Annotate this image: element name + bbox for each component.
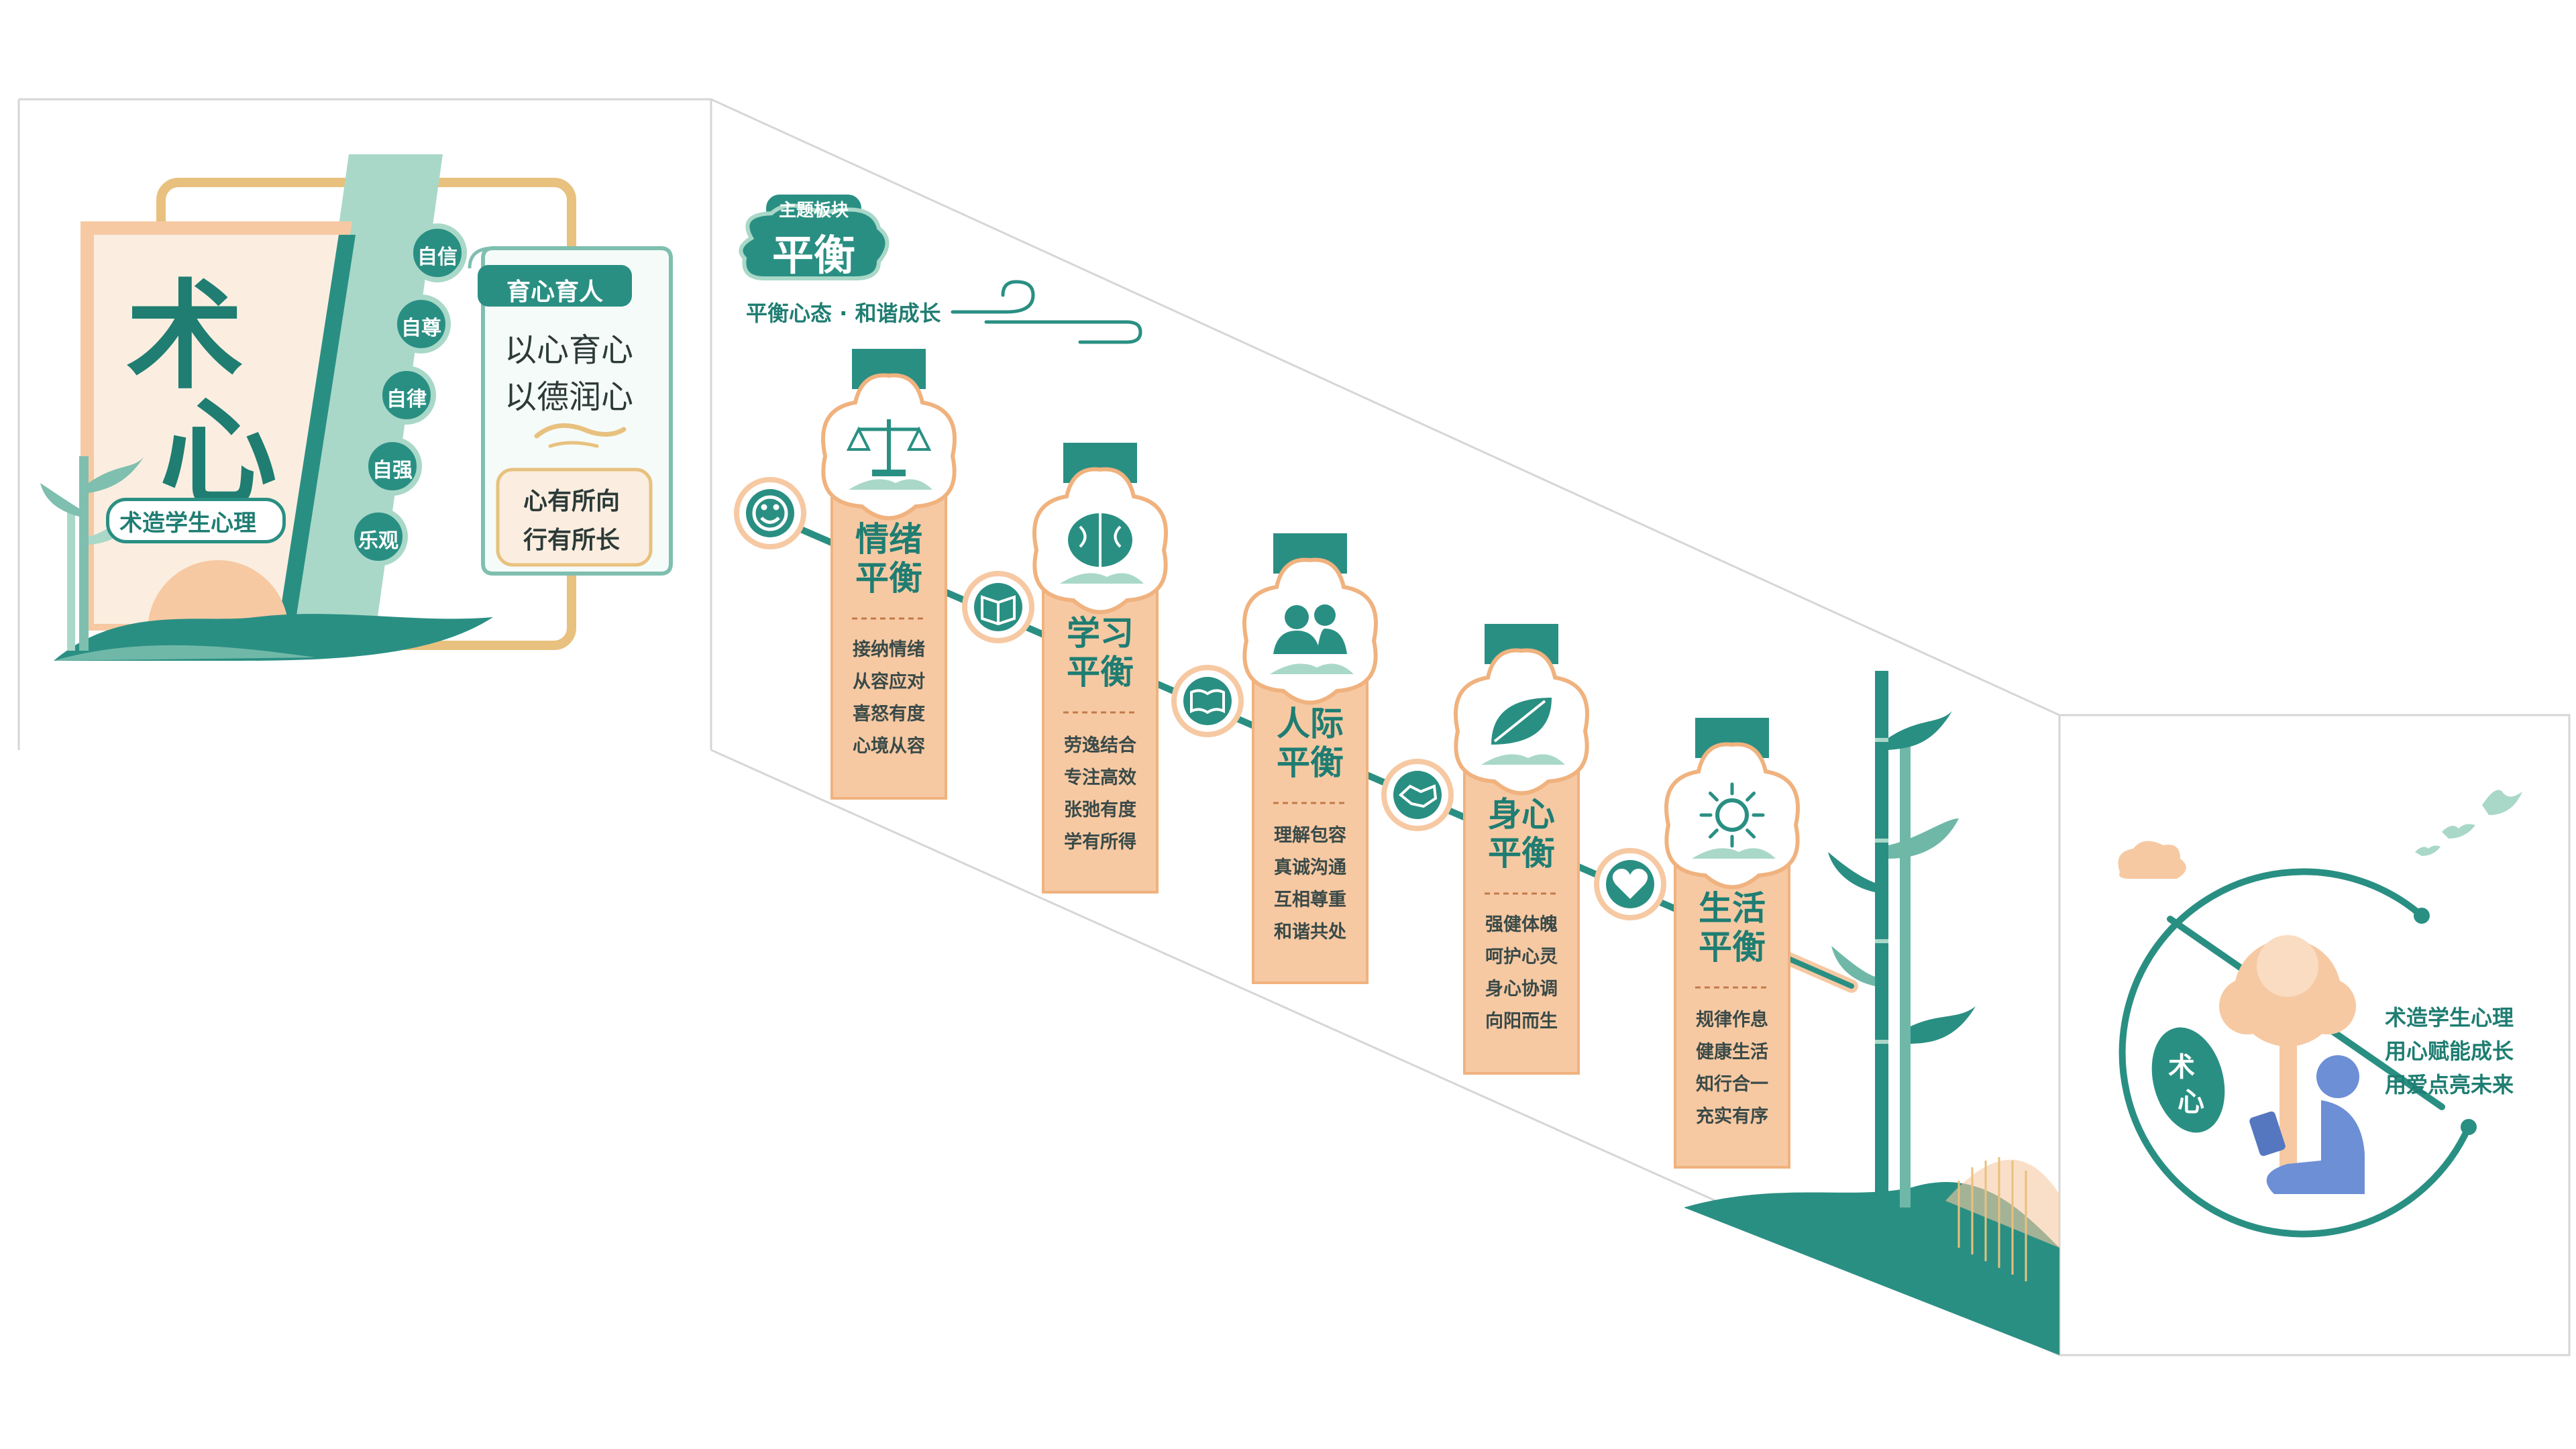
card-4-item-4: 向阳而生 xyxy=(1485,1011,1558,1032)
card-5-item-3: 知行合一 xyxy=(1696,1074,1768,1095)
card-1-item-4: 心境从容 xyxy=(853,736,925,757)
stair-decor xyxy=(1684,671,2059,1355)
sub-line-1: 心有所向 xyxy=(523,488,621,515)
scales-icon xyxy=(846,419,932,476)
virtue-5: 乐观 xyxy=(358,529,398,553)
card-4-item-3: 身心协调 xyxy=(1485,979,1558,1000)
card-5-item-1: 规律作息 xyxy=(1696,1010,1768,1030)
motto-line-2: 以德润心 xyxy=(504,378,634,416)
theme-title: 平衡 xyxy=(771,231,855,280)
card-3-item-2: 真诚沟通 xyxy=(1274,857,1346,878)
open-book-icon xyxy=(1190,689,1225,714)
title-char-1: 术 xyxy=(126,269,244,405)
card-5-item-2: 健康生活 xyxy=(1696,1042,1768,1063)
virtue-2: 自尊 xyxy=(401,317,441,340)
card-3-title-2: 平衡 xyxy=(1277,743,1344,782)
sub-line-2: 行有所长 xyxy=(523,527,621,554)
theme-decor xyxy=(739,195,1142,344)
card-5-title-2: 平衡 xyxy=(1699,928,1766,967)
badge-char-1: 术 xyxy=(2168,1052,2195,1083)
card-2-item-1: 劳逸结合 xyxy=(1064,735,1136,756)
card-3-item-1: 理解包容 xyxy=(1274,825,1346,846)
virtue-circles xyxy=(349,223,467,566)
brain-icon xyxy=(1068,513,1132,567)
left-panel-decor xyxy=(40,154,576,661)
card-5-hill xyxy=(1692,848,1776,859)
card-1-title-1: 情绪 xyxy=(855,520,922,559)
card-5-items: 规律作息 健康生活 知行合一 充实有序 xyxy=(1675,1004,1789,1133)
card-4-hill xyxy=(1481,754,1565,765)
right-panel-decor xyxy=(2118,790,2522,1238)
card-1-item-1: 接纳情绪 xyxy=(853,639,925,660)
card-2-title-2: 平衡 xyxy=(1067,653,1134,692)
virtue-3: 自律 xyxy=(386,388,427,411)
card-4-item-2: 呵护心灵 xyxy=(1485,947,1558,967)
card-4-title-2: 平衡 xyxy=(1488,834,1555,873)
card-5-item-4: 充实有序 xyxy=(1696,1106,1768,1127)
card-2-title-1: 学习 xyxy=(1067,614,1134,653)
card-1-hill xyxy=(849,479,932,490)
motto-header: 育心育人 xyxy=(506,278,603,306)
heart-icon xyxy=(1612,869,1648,899)
card-2-hill xyxy=(1060,573,1144,584)
theme-subtitle: 平衡心态 · 和谐成长 xyxy=(746,301,941,326)
ribbon-label: 术造学生心理 xyxy=(119,510,256,537)
badge-char-2: 心 xyxy=(2178,1087,2204,1118)
card-3-title-1: 人际 xyxy=(1277,704,1344,743)
slogan-1: 术造学生心理 xyxy=(2385,1005,2514,1030)
card-2-item-4: 学有所得 xyxy=(1064,832,1136,853)
card-4-items: 强健体魄 呵护心灵 身心协调 向阳而生 xyxy=(1464,909,1578,1038)
card-1-item-3: 喜怒有度 xyxy=(853,704,925,724)
virtue-1: 自信 xyxy=(417,246,458,269)
card-4-title-1: 身心 xyxy=(1488,795,1555,834)
card-3-item-4: 和谐共处 xyxy=(1274,922,1346,943)
theme-tag: 主题板块 xyxy=(778,201,849,221)
ribbon-label-box xyxy=(106,498,286,543)
card-5-medallion xyxy=(1664,742,1800,890)
leaf-icon xyxy=(1491,698,1552,745)
card-3-hill xyxy=(1270,663,1354,674)
sun-icon xyxy=(1699,782,1765,848)
card-4-item-1: 强健体魄 xyxy=(1485,914,1558,935)
card-3-item-3: 互相尊重 xyxy=(1274,890,1346,910)
motto-line-1: 以心育心 xyxy=(504,331,634,369)
people-icon xyxy=(1273,604,1347,654)
card-3-medallion xyxy=(1242,557,1378,705)
card-5-title-1: 生活 xyxy=(1699,889,1766,928)
card-2-item-3: 张弛有度 xyxy=(1064,800,1136,820)
slogan-2: 用心赋能成长 xyxy=(2385,1038,2514,1064)
card-2-item-2: 专注高效 xyxy=(1064,767,1136,788)
card-1-item-2: 从容应对 xyxy=(853,672,925,692)
handshake-icon xyxy=(1398,784,1438,808)
virtue-4: 自强 xyxy=(372,459,413,482)
card-1-title-2: 平衡 xyxy=(855,559,922,598)
motto-frame-decor xyxy=(468,246,673,576)
card-2-items: 劳逸结合 专注高效 张弛有度 学有所得 xyxy=(1043,730,1157,859)
book-icon xyxy=(981,595,1016,626)
card-1-items: 接纳情绪 从容应对 喜怒有度 心境从容 xyxy=(832,634,946,763)
smile-icon xyxy=(752,495,788,531)
slogan-3: 用爱点亮未来 xyxy=(2385,1072,2514,1097)
card-3-items: 理解包容 真诚沟通 互相尊重 和谐共处 xyxy=(1253,820,1367,949)
